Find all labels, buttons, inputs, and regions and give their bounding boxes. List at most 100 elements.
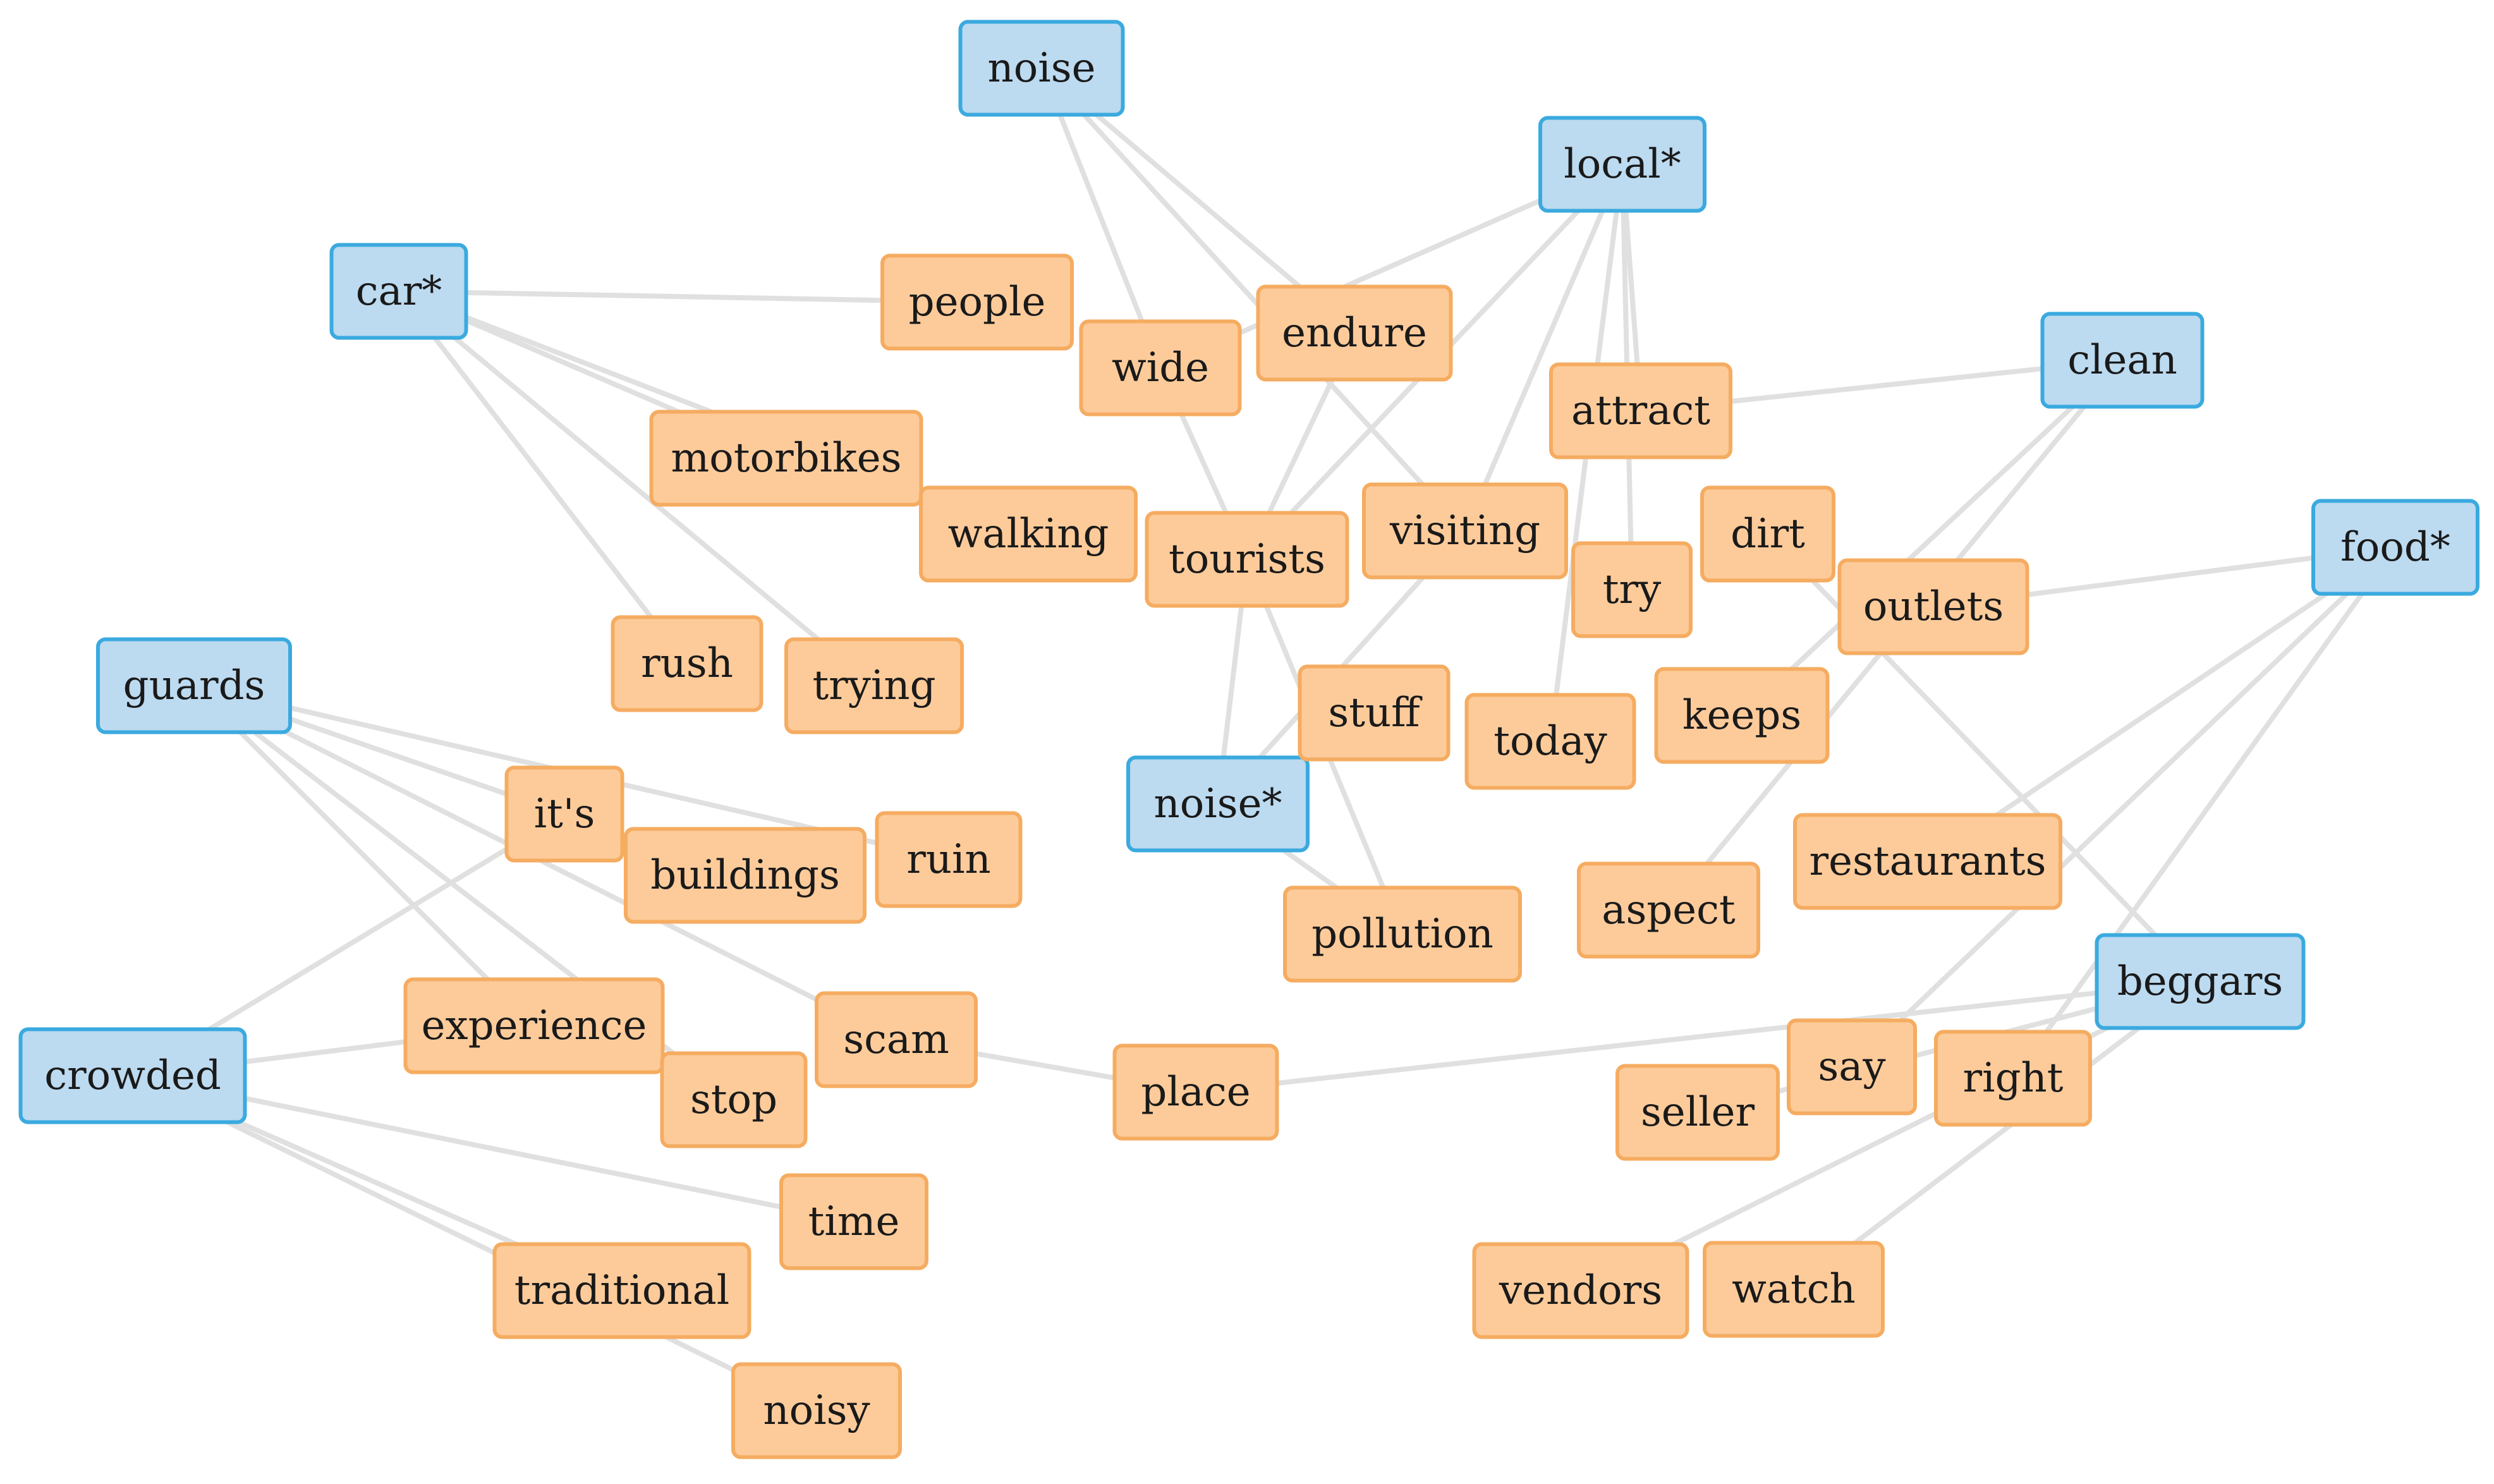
node-box-seller: [1615, 1064, 1780, 1161]
node-motorbikes: motorbikes: [649, 410, 923, 507]
node-label-food: food*: [2340, 524, 2450, 571]
edge-food-say: [1849, 545, 2398, 1069]
node-label-wide: wide: [1112, 344, 1209, 391]
node-box-vendors: [1472, 1242, 1689, 1339]
edge-crowded-time: [130, 1073, 856, 1224]
node-label-stop: stop: [690, 1076, 777, 1123]
node-box-stuff: [1298, 664, 1451, 762]
node-attract: attract: [1549, 362, 1732, 459]
node-wide: wide: [1079, 319, 1242, 417]
node-crowded: crowded: [18, 1027, 247, 1124]
node-label-walking: walking: [948, 511, 1109, 557]
node-label-local: local*: [1564, 141, 1681, 188]
edge-food-restaurants: [1925, 545, 2398, 864]
edge-noise-wide: [1039, 66, 1163, 370]
node-box-aspect: [1577, 861, 1760, 959]
node-box-walking: [919, 485, 1138, 583]
node-label-pollution: pollution: [1311, 911, 1493, 958]
node-box-local: [1538, 116, 1706, 213]
node-box-place: [1112, 1043, 1279, 1141]
edge-guards-scam: [192, 683, 899, 1042]
node-dirt: dirt: [1700, 485, 1835, 583]
node-box-noise2: [1126, 755, 1310, 853]
node-box-dirt: [1700, 485, 1835, 583]
node-box-beggars: [2095, 933, 2306, 1030]
node-label-today: today: [1493, 718, 1607, 765]
node-label-traditional: traditional: [514, 1267, 729, 1314]
node-label-motorbikes: motorbikes: [671, 435, 902, 482]
node-watch: watch: [1703, 1241, 1885, 1338]
node-label-rush: rush: [641, 640, 733, 687]
node-box-crowded: [18, 1027, 247, 1124]
node-box-tourists: [1145, 511, 1349, 608]
node-box-food: [2311, 499, 2479, 596]
node-food: food*: [2311, 499, 2479, 596]
edge-noise-visiting: [1039, 66, 1468, 533]
node-box-buildings: [624, 827, 867, 924]
node-box-stop: [660, 1051, 808, 1148]
node-noise: noise: [958, 20, 1125, 117]
node-tourists: tourists: [1145, 511, 1349, 608]
node-right: right: [1934, 1030, 2092, 1127]
node-clean: clean: [2040, 312, 2205, 409]
node-experience: experience: [403, 977, 665, 1074]
edge-car-trying: [396, 289, 877, 688]
node-label-restaurants: restaurants: [1810, 838, 2047, 885]
node-box-noisy: [731, 1362, 902, 1459]
node-box-today: [1464, 693, 1636, 790]
node-label-its: it's: [534, 791, 595, 837]
edge-local-visiting: [1463, 162, 1625, 533]
node-stop: stop: [660, 1051, 808, 1148]
node-say: say: [1787, 1018, 1917, 1116]
edge-crowded-noisy: [130, 1073, 819, 1413]
node-traditional: traditional: [492, 1242, 751, 1339]
node-endure: endure: [1256, 284, 1453, 382]
node-label-car: car*: [356, 268, 442, 315]
node-outlets: outlets: [1837, 558, 2029, 655]
node-restaurants: restaurants: [1793, 813, 2062, 910]
node-label-vendors: vendors: [1499, 1267, 1662, 1314]
node-walking: walking: [919, 485, 1138, 583]
node-label-say: say: [1818, 1043, 1885, 1090]
node-box-its: [504, 765, 624, 863]
node-rush: rush: [611, 615, 763, 712]
node-label-stuff: stuff: [1328, 690, 1423, 736]
nodes-layer: noiselocal*car*cleanfood*guardsnoise*cro…: [18, 20, 2479, 1459]
node-box-motorbikes: [649, 410, 923, 507]
node-box-rush: [611, 615, 763, 712]
node-label-noise2: noise*: [1154, 781, 1282, 827]
node-label-seller: seller: [1641, 1089, 1755, 1136]
node-box-scam: [815, 991, 978, 1088]
node-visiting: visiting: [1362, 482, 1568, 580]
node-noisy: noisy: [731, 1362, 902, 1459]
node-box-endure: [1256, 284, 1453, 382]
node-label-time: time: [808, 1198, 900, 1245]
edge-beggars-watch: [1791, 979, 2203, 1292]
node-box-outlets: [1837, 558, 2029, 655]
node-beggars: beggars: [2095, 933, 2306, 1030]
node-box-traditional: [492, 1242, 751, 1339]
node-label-noisy: noisy: [763, 1387, 870, 1434]
node-label-aspect: aspect: [1602, 887, 1736, 934]
node-label-visiting: visiting: [1389, 508, 1540, 554]
node-box-attract: [1549, 362, 1732, 459]
edge-beggars-place: [1193, 979, 2203, 1095]
node-box-noise: [958, 20, 1125, 117]
node-car: car*: [329, 243, 468, 340]
node-label-right: right: [1963, 1055, 2064, 1102]
edge-guards-experience: [192, 683, 537, 1028]
node-label-beggars: beggars: [2117, 958, 2283, 1005]
node-scam: scam: [815, 991, 978, 1088]
node-box-car: [329, 243, 468, 340]
node-trying: trying: [784, 637, 964, 734]
node-box-say: [1787, 1018, 1917, 1116]
node-box-time: [779, 1173, 928, 1270]
edge-clean-keeps: [1739, 358, 2125, 718]
node-box-right: [1934, 1030, 2092, 1127]
node-label-outlets: outlets: [1863, 583, 2004, 630]
node-label-watch: watch: [1732, 1266, 1856, 1313]
node-label-people: people: [909, 279, 1046, 325]
node-label-noise: noise: [988, 45, 1096, 92]
node-people: people: [880, 253, 1074, 351]
